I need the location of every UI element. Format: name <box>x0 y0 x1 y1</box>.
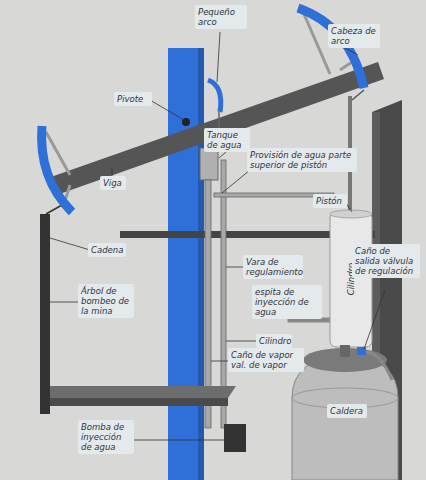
part-label: Cilindro <box>256 334 292 348</box>
part-label: Caldera <box>327 404 367 418</box>
part-label: Provisión de agua parte superior de pist… <box>247 148 357 172</box>
part-label: Viga <box>100 176 126 190</box>
part-label: Árbol de bombeo de la mina <box>78 284 134 318</box>
part-label: Caño de vapor val. de vapor <box>228 348 304 372</box>
part-label: Caño de salida válvula de regulación <box>352 244 420 278</box>
part-label: Pistón <box>313 194 347 208</box>
part-label: Bomba de inyección de agua <box>78 420 134 454</box>
part-label: Cabeza de arco <box>328 24 380 48</box>
part-label: Pequeño arco <box>195 5 247 29</box>
part-label: Cadena <box>88 243 126 257</box>
part-label: Pivote <box>114 92 152 106</box>
part-label: Vara de regulamiento <box>243 255 303 279</box>
part-label: Tanque de agua <box>204 128 250 152</box>
part-label: espita de inyección de agua <box>252 285 322 319</box>
